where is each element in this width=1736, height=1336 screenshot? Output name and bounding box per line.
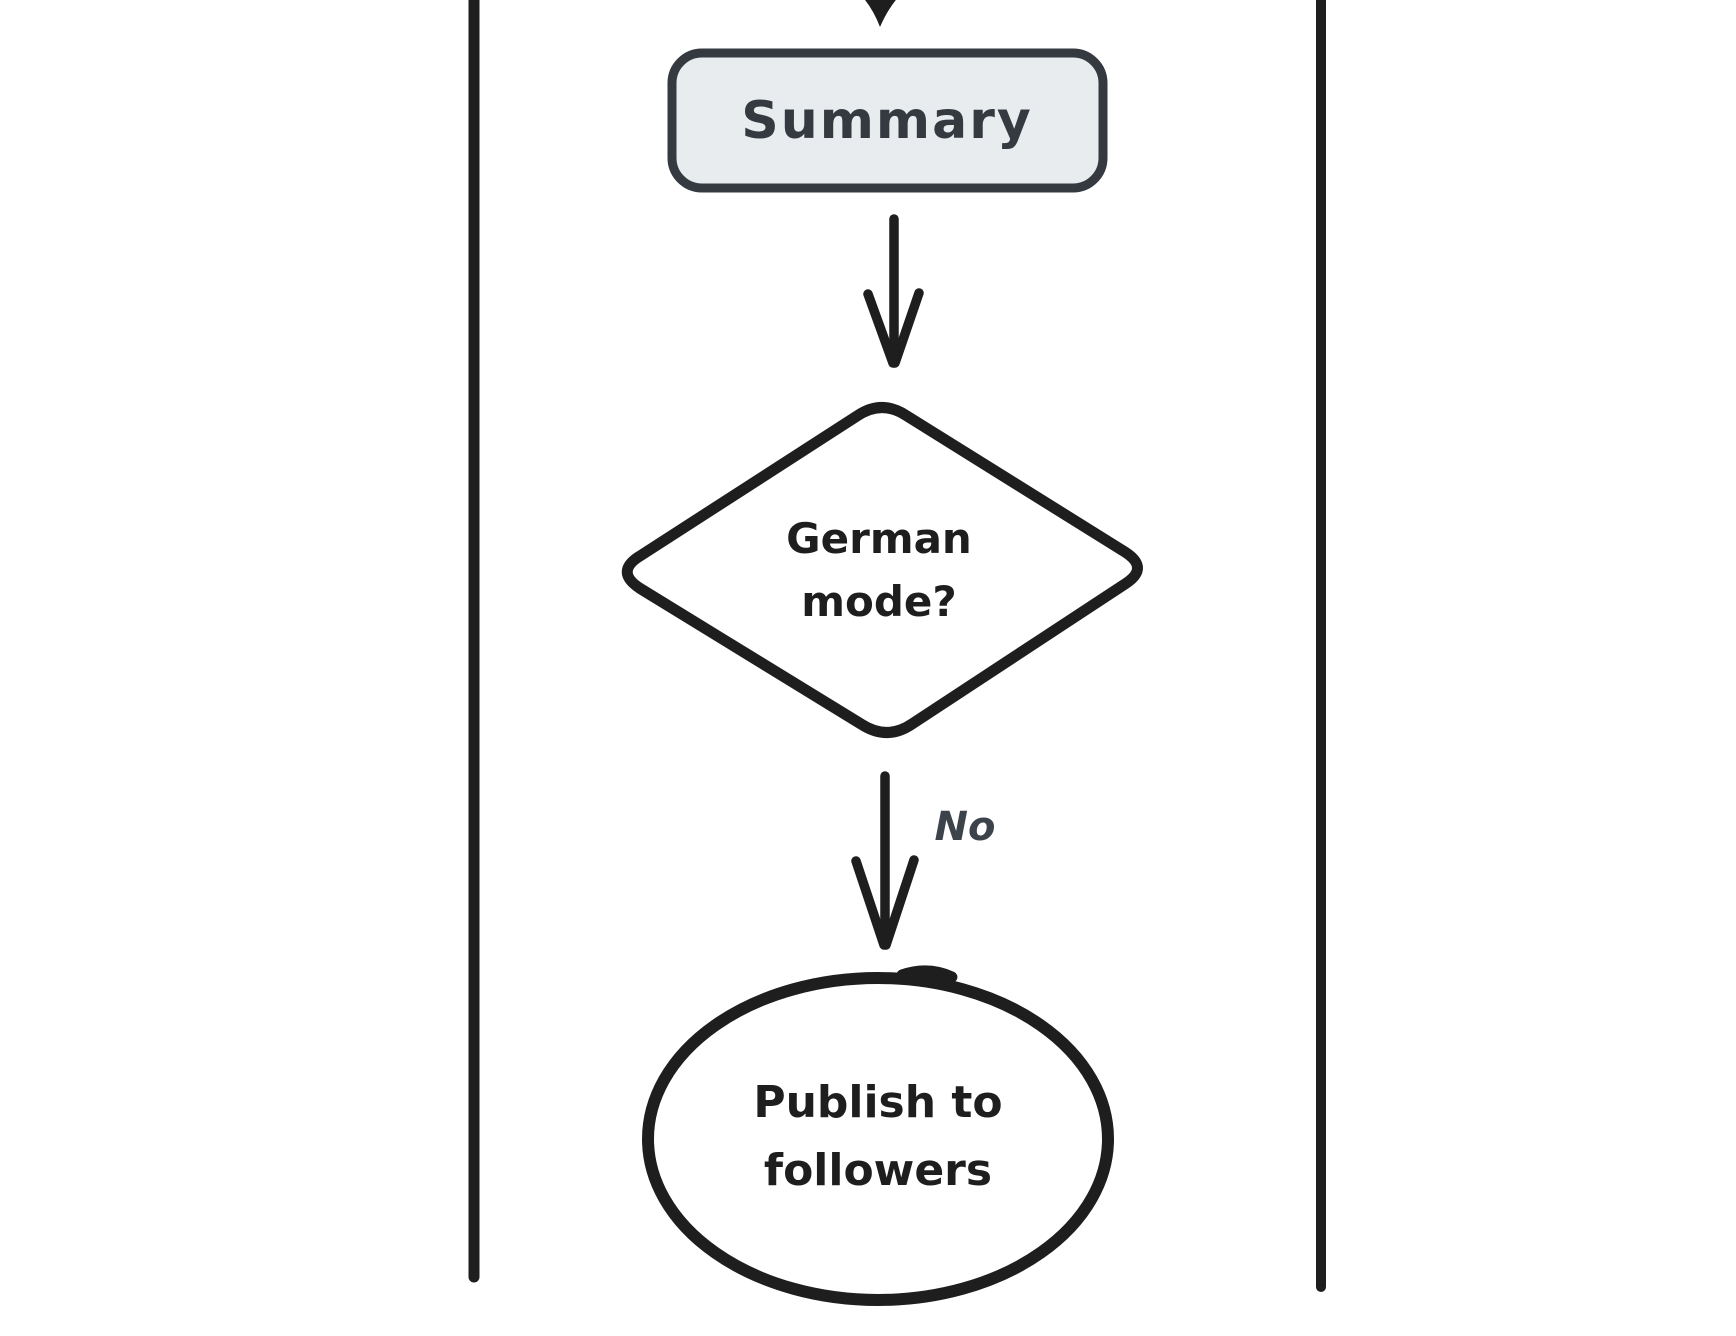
node-summary xyxy=(667,48,1108,193)
node-publish-ellipse xyxy=(642,972,1114,1306)
arrow-summary-to-decision xyxy=(863,214,924,368)
incoming-arrow-head-icon xyxy=(865,0,896,27)
arrow-decision-to-publish xyxy=(851,771,919,950)
ellipse-pen-overlap xyxy=(896,965,958,983)
node-decision-german-mode xyxy=(621,402,1143,738)
